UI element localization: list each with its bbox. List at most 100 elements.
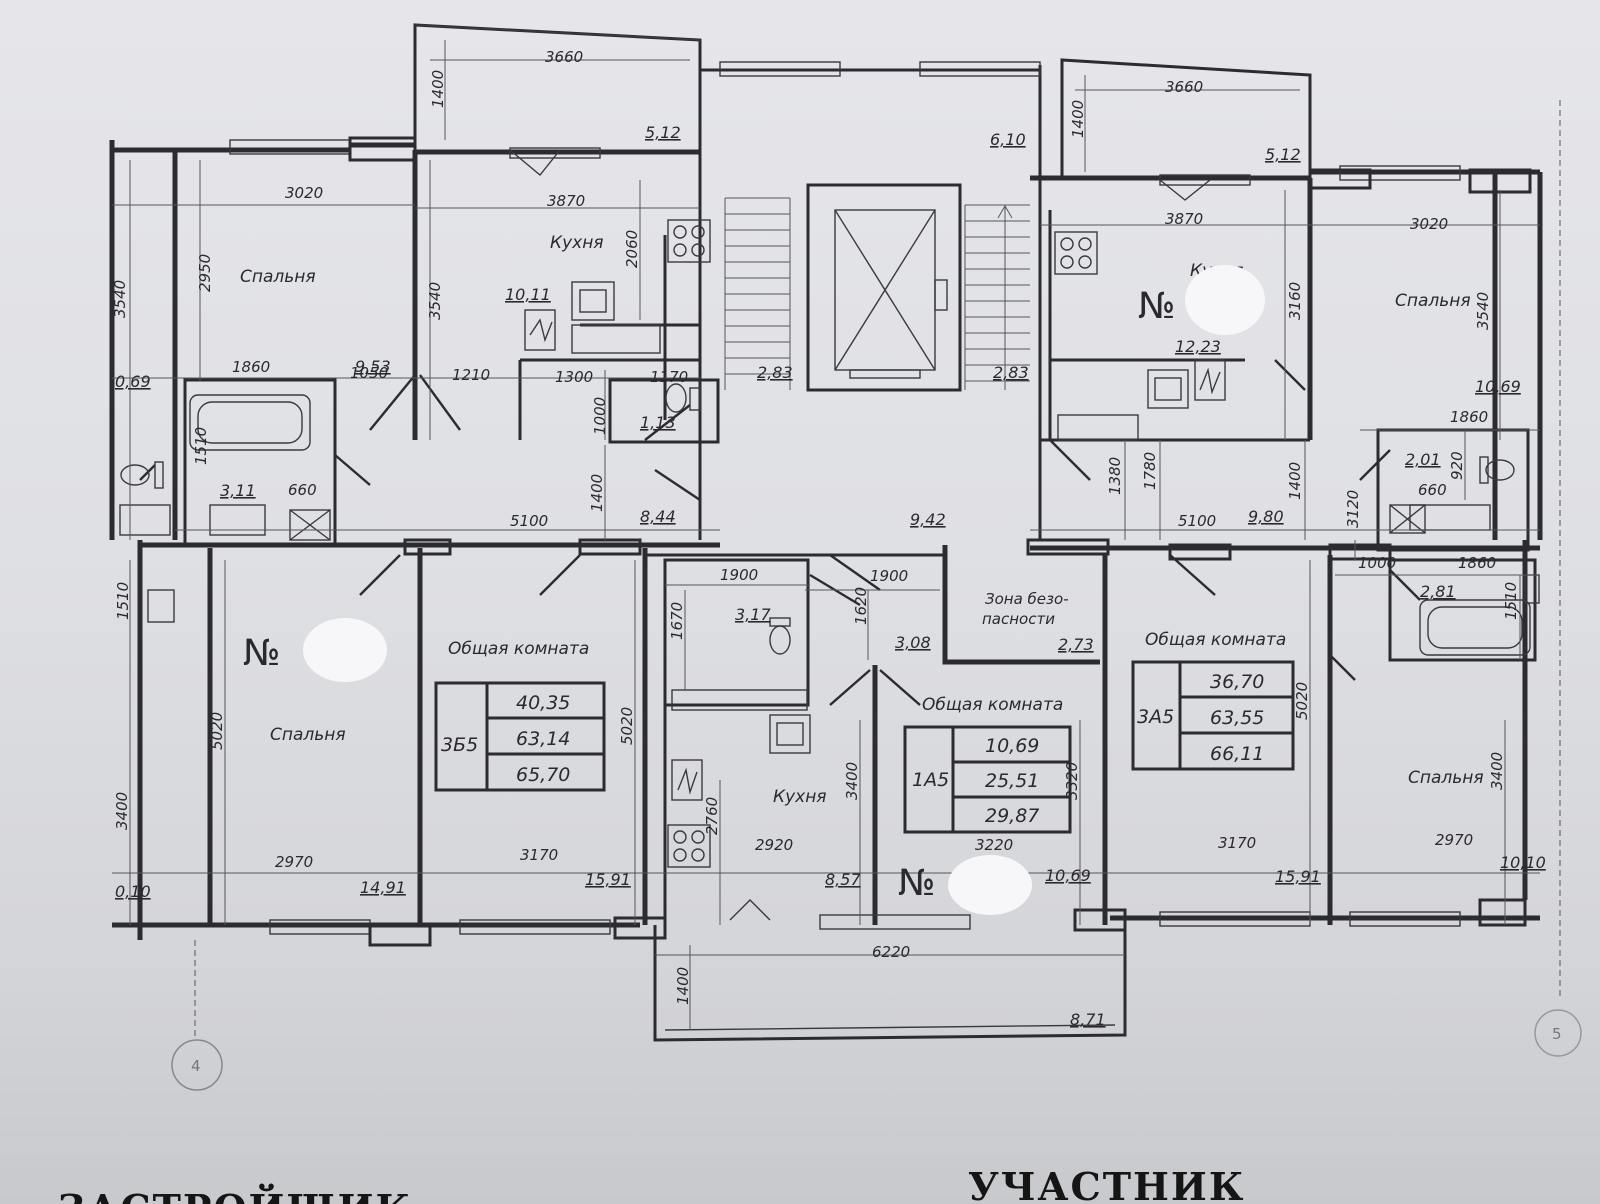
dimension-label: 1400 — [429, 70, 447, 108]
area-label: 3,17 — [735, 605, 771, 624]
area-label: 2,81 — [1420, 582, 1456, 601]
dimension-label: 1000 — [1358, 554, 1396, 572]
area-label: 14,91 — [360, 878, 406, 897]
dimension-label: 3020 — [1410, 215, 1448, 233]
area-label: 5,12 — [645, 123, 681, 142]
area-label: 8,44 — [640, 507, 676, 526]
dimension-label: 5100 — [1178, 512, 1216, 530]
dimension-label: 3400 — [843, 762, 861, 800]
area-label: 12,23 — [1175, 337, 1221, 356]
area-label: 2,83 — [757, 363, 793, 382]
table-value: 36,70 — [1210, 671, 1264, 693]
dimension-label: 3540 — [111, 280, 129, 318]
dimension-label: 1900 — [870, 567, 908, 585]
area-values: 5,12 5,12 6,10 9,53 10,11 1,13 3,11 8,44… — [115, 123, 1546, 1029]
dimension-values: 3660 3660 1400 1400 3020 3020 3870 3870 … — [111, 48, 1520, 1005]
dimension-label: 2950 — [196, 254, 214, 292]
area-label: 6,10 — [990, 130, 1026, 149]
area-table-1a5: 1А5 10,69 25,51 29,87 — [903, 725, 1072, 834]
axis-bubble-right — [1534, 1009, 1582, 1057]
elevator-shaft — [806, 183, 962, 392]
redaction-blot — [303, 618, 387, 682]
axis-label-right: 5 — [1552, 1025, 1562, 1043]
room-living-bl: Общая комната — [448, 639, 589, 659]
dimension-label: 2060 — [623, 230, 641, 268]
dimension-label: 1860 — [232, 358, 270, 376]
axis-label-left: 4 — [191, 1057, 201, 1075]
dimension-label: 2970 — [1435, 831, 1473, 849]
dimension-label: 660 — [288, 481, 317, 499]
dimension-label: 1620 — [852, 587, 870, 625]
dimension-label: 3870 — [1165, 210, 1203, 228]
area-label: 3,11 — [220, 481, 256, 500]
table-value: 63,14 — [516, 728, 570, 750]
dimension-label: 5020 — [618, 707, 636, 745]
dimension-label: 1000 — [591, 397, 609, 435]
dimension-label: 1380 — [1106, 457, 1124, 495]
dimension-label: 3170 — [520, 846, 558, 864]
room-bedroom-tr: Спальня — [1395, 291, 1471, 311]
dimension-label: 1400 — [1069, 100, 1087, 138]
dimension-label: 1400 — [1286, 462, 1304, 500]
table-value: 25,51 — [985, 770, 1039, 792]
footer-developer-heading: ЗАСТРОЙЩИК — [58, 1184, 412, 1204]
table-value: 10,69 — [985, 735, 1039, 757]
table-value: 29,87 — [985, 805, 1039, 827]
stairs — [724, 197, 1030, 390]
table-value: 66,11 — [1210, 743, 1264, 765]
room-living-br: Общая комната — [1145, 630, 1286, 650]
dimension-lines — [112, 40, 1561, 1040]
dimension-label: 3020 — [285, 184, 323, 202]
room-kitchen-tl: Кухня — [550, 233, 604, 253]
dimension-label: 3120 — [1344, 490, 1362, 528]
footer: ЗАСТРОЙЩИК УЧАСТНИК — [58, 1164, 1243, 1204]
area-label: 2,83 — [993, 363, 1029, 382]
dimension-label: 3220 — [975, 836, 1013, 854]
dimension-label: 3540 — [426, 282, 444, 320]
area-label: 0,10 — [115, 882, 151, 901]
area-label: 15,91 — [585, 870, 631, 889]
area-label: 8,71 — [1070, 1010, 1106, 1029]
apartment-numbers: № № № — [243, 265, 1265, 915]
table-code: 1А5 — [912, 769, 949, 791]
dimension-label: 3320 — [1063, 762, 1081, 800]
room-living-mid: Общая комната — [922, 695, 1063, 715]
area-label: 15,91 — [1275, 867, 1321, 886]
table-value: 65,70 — [516, 764, 570, 786]
apartment-number-mid: № — [898, 863, 935, 904]
area-label: 3,08 — [895, 633, 931, 652]
area-label: 0,69 — [115, 372, 151, 391]
dimension-label: 660 — [1418, 481, 1447, 499]
area-label: 2,01 — [1405, 450, 1441, 469]
table-code: 3А5 — [1137, 706, 1174, 728]
dimension-label: 5020 — [208, 712, 226, 750]
dimension-label: 6220 — [872, 943, 910, 961]
dimension-label: 1780 — [1141, 452, 1159, 490]
fixtures — [119, 219, 1540, 868]
dimension-label: 3170 — [1218, 834, 1256, 852]
area-label: 9,42 — [910, 510, 946, 529]
table-code: 3Б5 — [441, 734, 478, 756]
room-bedroom-br: Спальня — [1408, 768, 1484, 788]
dimension-label: 2970 — [275, 853, 313, 871]
area-label: 10,11 — [505, 285, 551, 304]
room-bedroom-tl: Спальня — [240, 267, 316, 287]
dimension-label: 3160 — [1286, 282, 1304, 320]
dimension-label: 3540 — [1474, 292, 1492, 330]
dimension-label: 1170 — [650, 368, 688, 386]
apartment-number-tr: № — [1138, 286, 1175, 327]
table-value: 40,35 — [516, 692, 570, 714]
dimension-label: 1510 — [114, 582, 132, 620]
area-label: 10,10 — [1500, 853, 1546, 872]
windows — [229, 61, 1532, 947]
area-label: 9,80 — [1248, 507, 1284, 526]
area-label: 9,53 — [355, 357, 391, 376]
dimension-label: 3870 — [547, 192, 585, 210]
dimension-label: 1510 — [192, 427, 210, 465]
dimension-label: 1300 — [555, 368, 593, 386]
dimension-label: 1900 — [720, 566, 758, 584]
area-label: 5,12 — [1265, 145, 1301, 164]
dimension-label: 2920 — [755, 836, 793, 854]
